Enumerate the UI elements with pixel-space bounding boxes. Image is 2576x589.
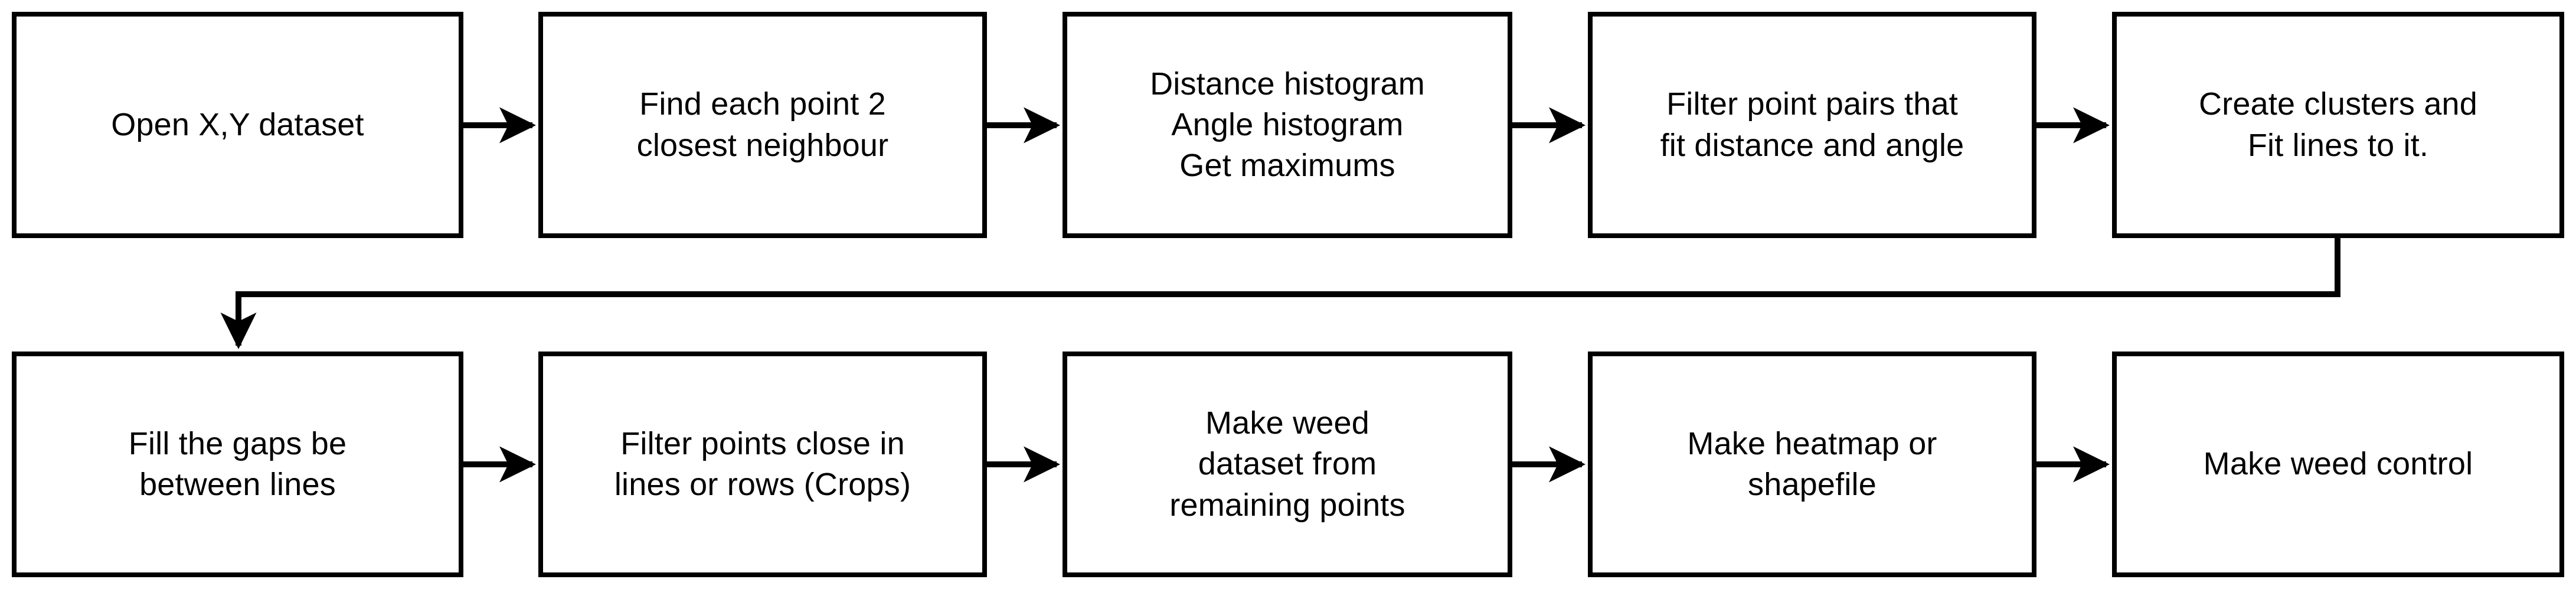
node-label-histograms-maximums: Distance histogram Angle histogram Get m… (1150, 66, 1425, 184)
node-histograms-maximums[interactable]: Distance histogram Angle histogram Get m… (1063, 12, 1512, 238)
node-filter-point-pairs[interactable]: Filter point pairs that fit distance and… (1588, 12, 2036, 238)
node-label-create-clusters-fit-lines: Create clusters and Fit lines to it. (2198, 86, 2478, 163)
node-make-weed-control[interactable]: Make weed control (2112, 352, 2564, 577)
node-open-dataset[interactable]: Open X,Y dataset (12, 12, 463, 238)
node-label-fill-gaps: Fill the gaps be between lines (128, 425, 347, 502)
edge-create-clusters-to-fill-gaps (220, 238, 2340, 350)
node-label-make-heatmap-shapefile: Make heatmap or shapefile (1687, 425, 1937, 502)
node-label-open-dataset: Open X,Y dataset (111, 106, 364, 142)
node-find-closest-neighbour[interactable]: Find each point 2 closest neighbour (538, 12, 987, 238)
node-create-clusters-fit-lines[interactable]: Create clusters and Fit lines to it. (2112, 12, 2564, 238)
node-label-make-weed-dataset: Make weed dataset from remaining points (1169, 405, 1405, 523)
node-label-find-closest-neighbour: Find each point 2 closest neighbour (636, 86, 889, 163)
node-make-heatmap-shapefile[interactable]: Make heatmap or shapefile (1588, 352, 2036, 577)
node-fill-gaps[interactable]: Fill the gaps be between lines (12, 352, 463, 577)
node-label-make-weed-control: Make weed control (2203, 446, 2473, 482)
node-label-filter-points-crops: Filter points close in lines or rows (Cr… (614, 425, 911, 502)
node-label-filter-point-pairs: Filter point pairs that fit distance and… (1660, 86, 1964, 163)
node-make-weed-dataset[interactable]: Make weed dataset from remaining points (1063, 352, 1512, 577)
node-filter-points-crops[interactable]: Filter points close in lines or rows (Cr… (538, 352, 987, 577)
